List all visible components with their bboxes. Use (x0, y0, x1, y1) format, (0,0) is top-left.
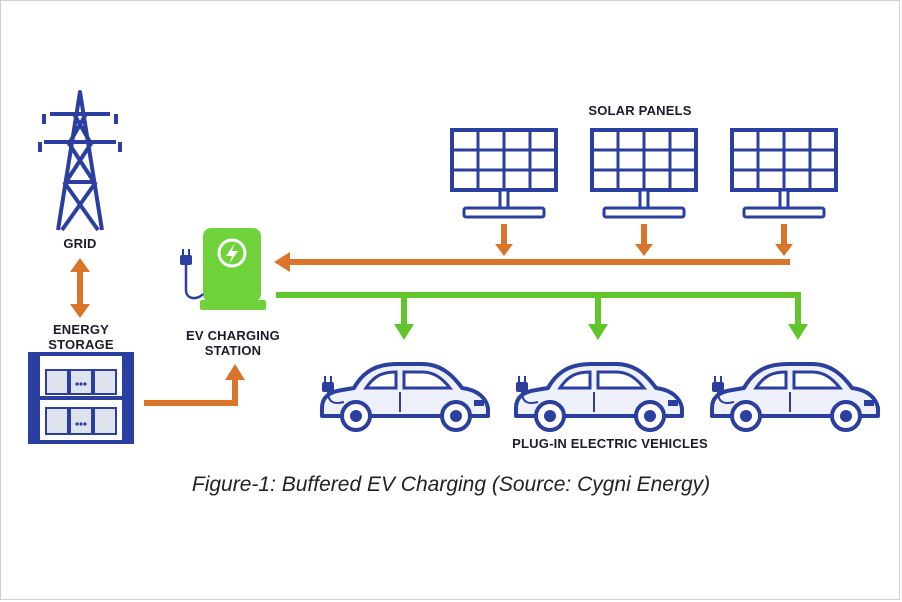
figure-caption: Figure-1: Buffered EV Charging (Source: … (191, 473, 711, 496)
transmission-tower-icon (38, 90, 122, 232)
storage-to-charger-arrow (144, 364, 245, 406)
solar-panel-icon (450, 128, 558, 219)
battery-rack-icon (28, 352, 134, 444)
solar-panels-label: SOLAR PANELS (588, 103, 692, 118)
solar-panel-icon (590, 128, 698, 219)
charger-to-vehicles-flow (276, 292, 808, 340)
energy-storage-label: ENERGY STORAGE (48, 322, 114, 352)
solar-panel-icon (730, 128, 838, 219)
electric-car-icon (514, 362, 684, 432)
grid-storage-arrow (70, 258, 90, 318)
plug-in-vehicles-label: PLUG-IN ELECTRIC VEHICLES (512, 436, 708, 451)
grid-label: GRID (63, 236, 97, 251)
lightning-bolt-icon (226, 243, 238, 264)
ev-charging-station-label: EV CHARGING STATION (186, 328, 280, 358)
charging-station-icon (180, 228, 266, 310)
solar-to-charger-flow (274, 224, 793, 272)
electric-car-icon (710, 362, 880, 432)
electric-car-icon (320, 362, 490, 432)
